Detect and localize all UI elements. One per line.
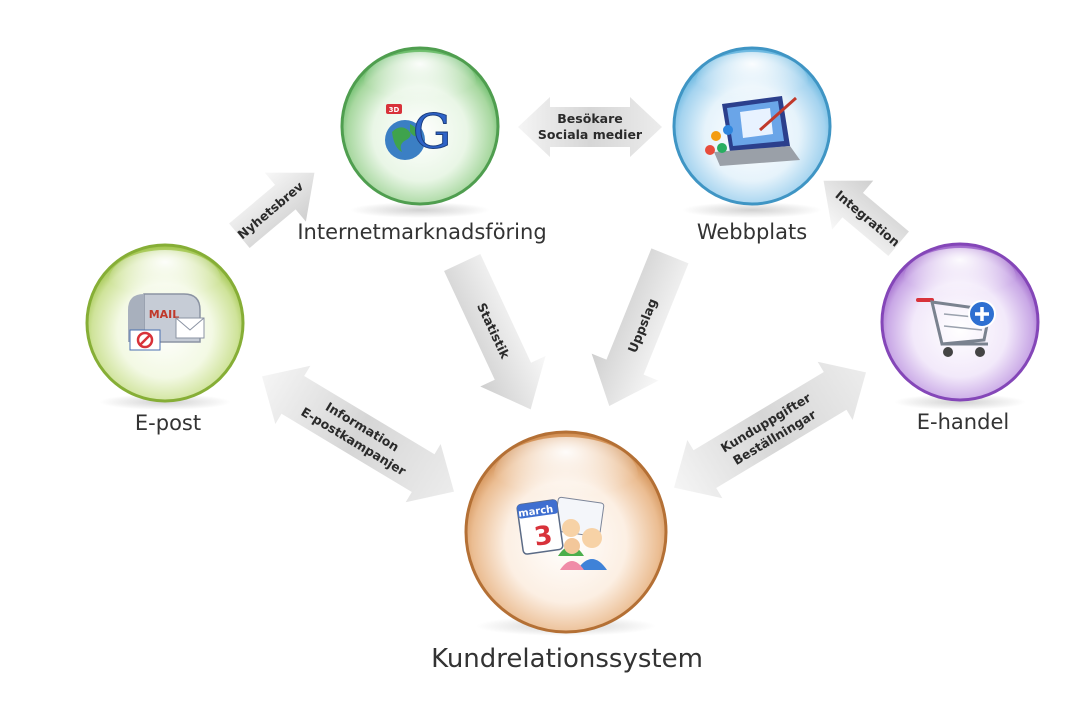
google-globe-icon: G 3D [385, 104, 452, 161]
arrow-information: Information E-postkampanjer [261, 365, 455, 503]
node-label-crm: Kundrelationssystem [431, 644, 703, 674]
arrow-besokare: Besökare Sociala medier [518, 97, 662, 157]
google-badge-text: 3D [389, 106, 400, 114]
node-label-website: Webbplats [697, 220, 807, 244]
calendar-contacts-icon: march 3 [516, 496, 607, 570]
mailbox-icon: MAIL [128, 293, 205, 351]
mail-text: MAIL [149, 308, 180, 321]
arrow-label-sociala-medier: Sociala medier [538, 127, 643, 142]
node-crm: march 3 Kundrelationssystem [431, 430, 703, 674]
node-label-internet-marketing: Internetmarknadsföring [297, 220, 546, 244]
arrow-integration: Integration [823, 180, 909, 256]
calendar-month: march [518, 504, 554, 520]
google-letter: G [413, 104, 451, 160]
node-label-ecommerce: E-handel [917, 410, 1009, 434]
node-ecommerce: E-handel [880, 242, 1040, 434]
arrow-uppslag: Uppslag [591, 248, 689, 407]
arrow-label-besokare: Besökare [557, 111, 622, 126]
arrow-kunduppgifter: Kunduppgifter Beställningar [673, 361, 867, 499]
node-email: MAIL E-post [85, 243, 245, 435]
laptop-joomla-icon [705, 96, 800, 166]
calendar-day: 3 [532, 521, 554, 553]
shopping-cart-add-icon [916, 298, 996, 357]
arrow-statistik: Statistik [444, 254, 546, 410]
node-internet-marketing: G 3D Internetmarknadsföring [297, 46, 547, 244]
node-label-email: E-post [135, 411, 201, 435]
node-website: Webbplats [672, 46, 832, 244]
